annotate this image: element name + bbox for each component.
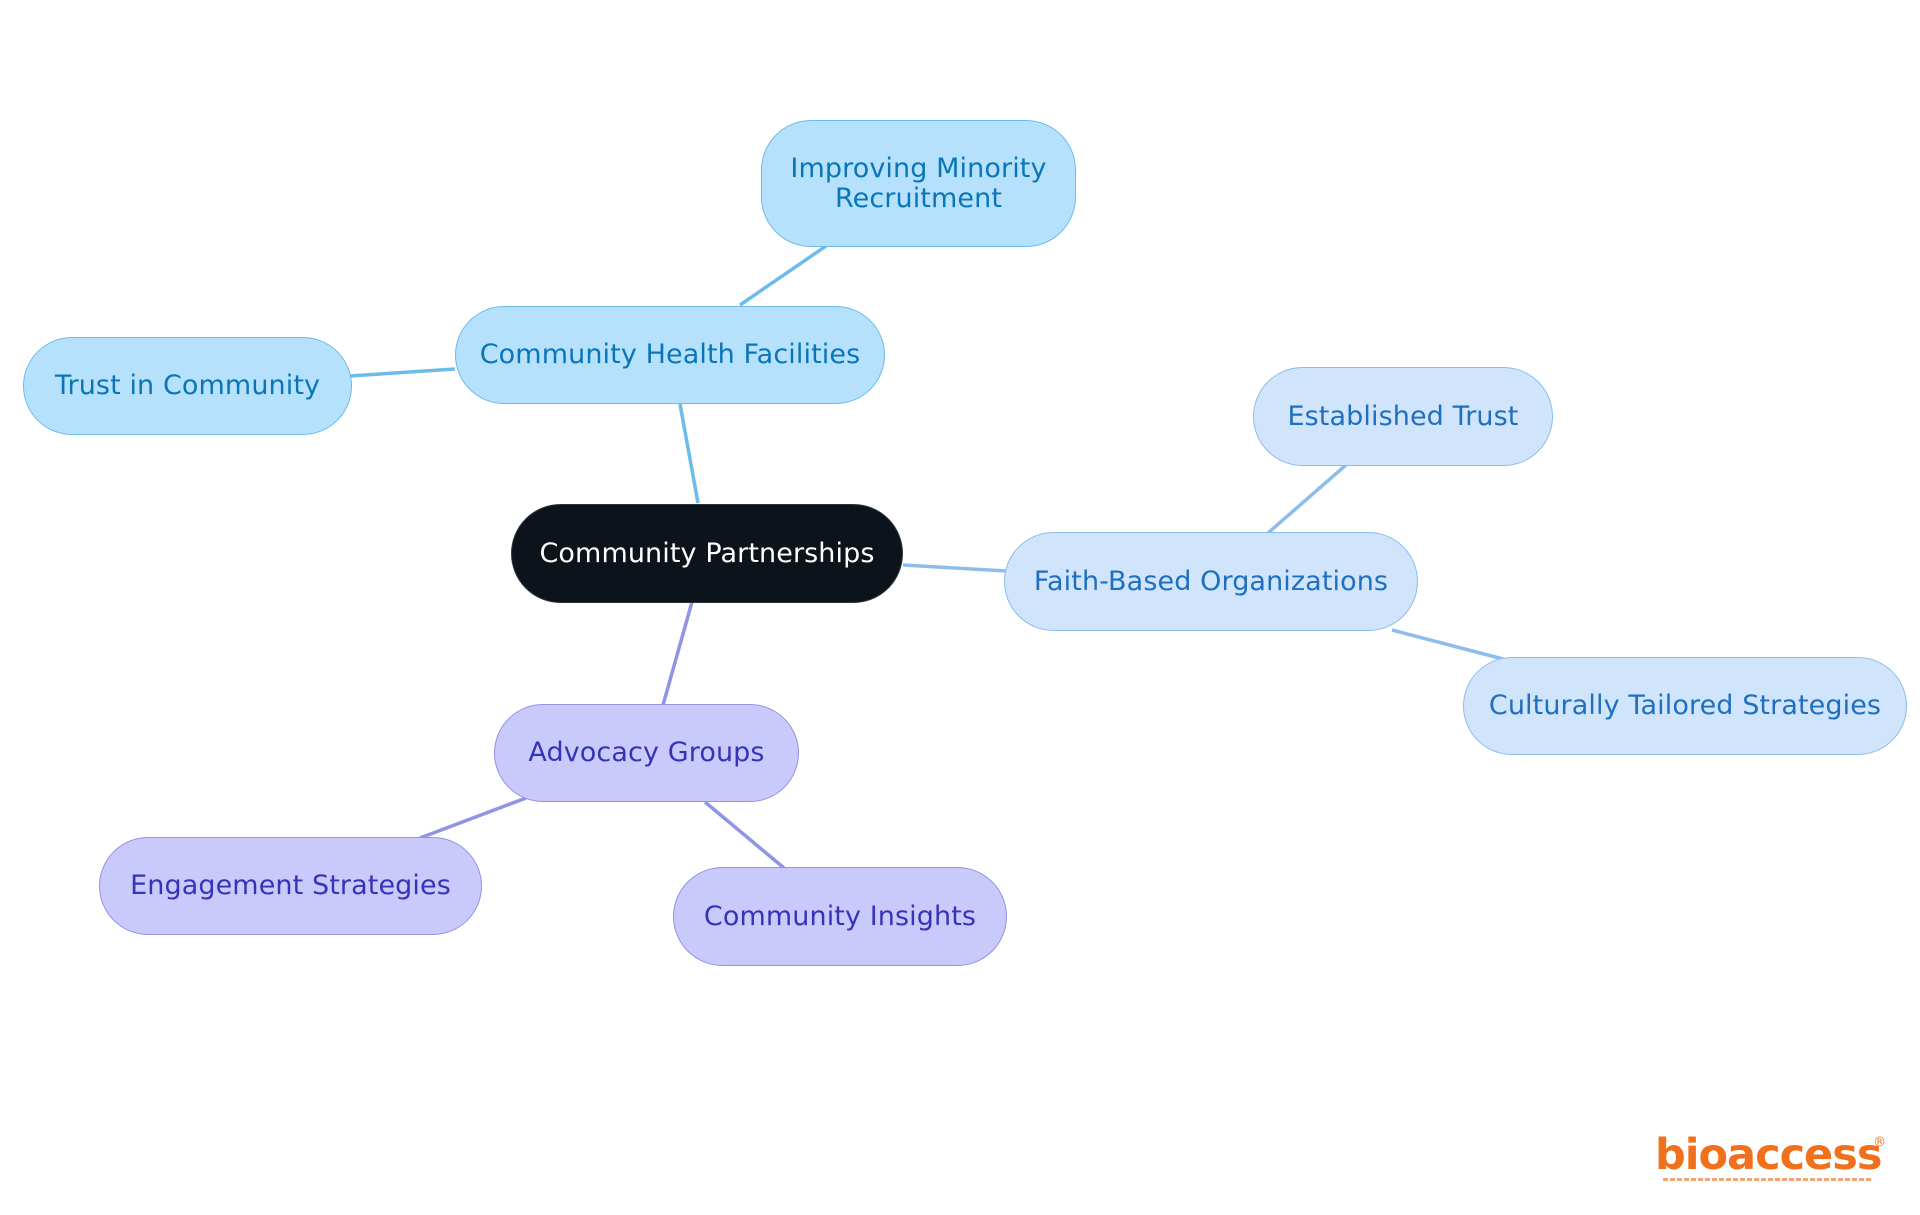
edge-root-health bbox=[678, 403, 700, 504]
edge-health-recruitment bbox=[739, 244, 827, 307]
node-established-trust: Established Trust bbox=[1253, 367, 1553, 466]
edge-faith-established bbox=[1266, 463, 1348, 535]
node-engagement-strategies: Engagement Strategies bbox=[99, 837, 482, 935]
node-trust-in-community: Trust in Community bbox=[23, 337, 352, 435]
node-advocacy-groups: Advocacy Groups bbox=[494, 704, 799, 802]
registered-mark: ® bbox=[1873, 1135, 1886, 1150]
logo-wordmark: bioaccess bbox=[1655, 1130, 1882, 1180]
node-culturally-tailored-strategies: Culturally Tailored Strategies bbox=[1463, 657, 1907, 755]
edge-advocacy-engagement bbox=[419, 796, 527, 840]
node-improving-minority-recruitment: Improving Minority Recruitment bbox=[761, 120, 1076, 247]
node-community-partnerships: Community Partnerships bbox=[511, 504, 903, 603]
edge-advocacy-insights bbox=[703, 800, 786, 870]
logo-tagline-graphic bbox=[1663, 1178, 1873, 1181]
node-community-health-facilities: Community Health Facilities bbox=[455, 306, 885, 404]
edge-root-faith bbox=[902, 563, 1007, 573]
edge-root-advocacy bbox=[661, 601, 694, 706]
edge-health-trust bbox=[349, 367, 456, 378]
bioaccess-logo: bioaccess ® bbox=[1655, 1130, 1886, 1183]
node-community-insights: Community Insights bbox=[673, 867, 1007, 966]
edge-faith-cultural bbox=[1391, 628, 1504, 661]
node-faith-based-organizations: Faith-Based Organizations bbox=[1004, 532, 1418, 631]
